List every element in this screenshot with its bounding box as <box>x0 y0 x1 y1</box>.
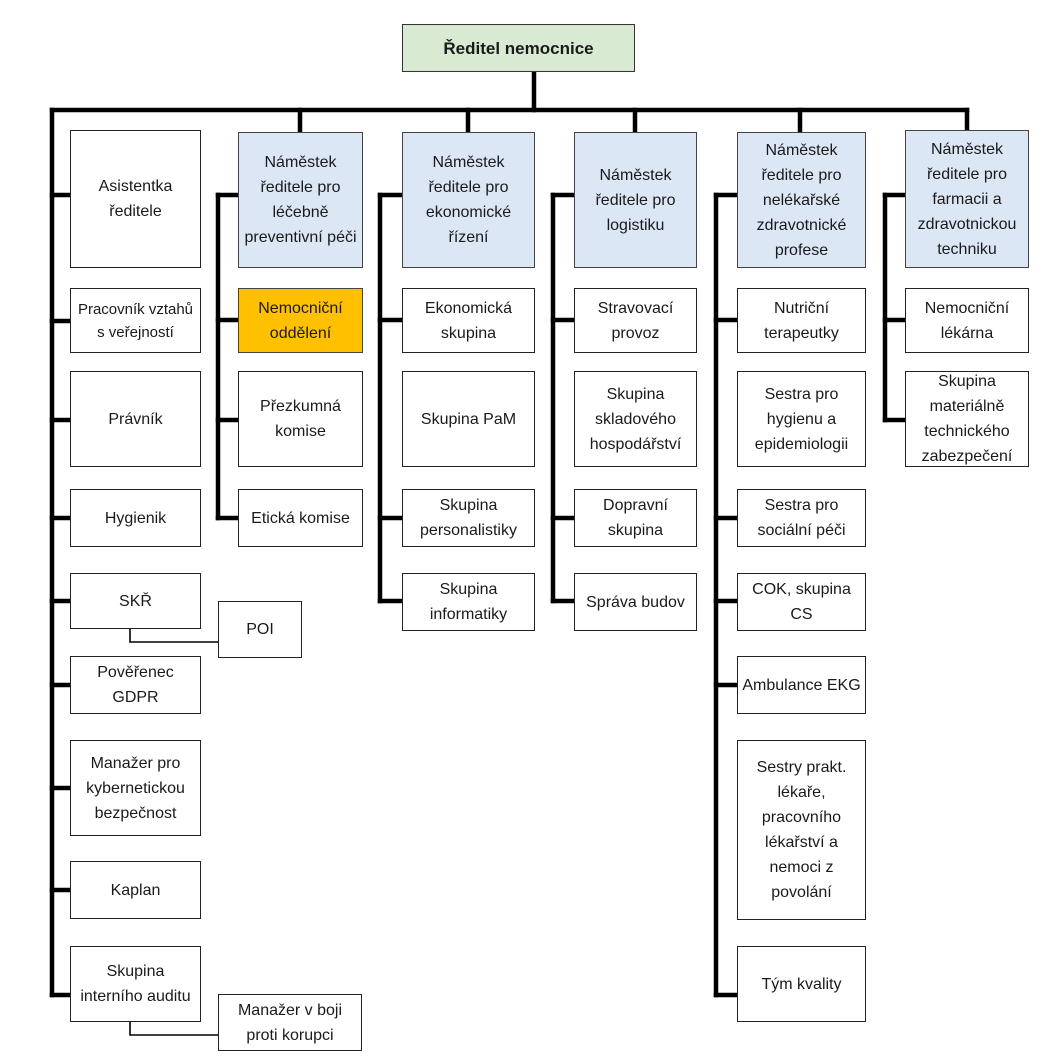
staff-poi-label: POI <box>246 621 274 638</box>
staff-pravnik: Právník <box>70 371 201 467</box>
deputy-4-item-2-label: Sestra pro hygienu a epidemiologii <box>754 385 849 453</box>
deputy-4-title: Náměstek ředitele pro nelékařské zdravot… <box>756 141 847 259</box>
deputy-1-item-1-label: Nemocniční oddělení <box>258 299 343 342</box>
staff-kaplan: Kaplan <box>70 861 201 919</box>
deputy-5-title: Náměstek ředitele pro farmacii a zdravot… <box>917 140 1017 258</box>
staff-asistentka: Asistentka ředitele <box>70 130 201 268</box>
deputy-4-item-4-label: COK, skupina CS <box>752 581 851 623</box>
deputy-5-box: Náměstek ředitele pro farmacii a zdravot… <box>905 130 1029 268</box>
director-label: Ředitel nemocnice <box>443 38 594 58</box>
staff-korupce: Manažer v boji proti korupci <box>218 994 362 1051</box>
staff-korupce-label: Manažer v boji proti korupci <box>237 1001 343 1044</box>
deputy-2-item-3: Skupina personalistiky <box>402 489 535 547</box>
deputy-5-item-2-label: Skupina materiálně technického zabezpeče… <box>921 373 1013 465</box>
deputy-4-item-3-label: Sestra pro sociální péči <box>757 497 846 539</box>
deputy-4-item-3: Sestra pro sociální péči <box>737 489 866 547</box>
staff-hygienik: Hygienik <box>70 489 201 547</box>
deputy-2-title: Náměstek ředitele pro ekonomické řízení <box>425 154 512 246</box>
staff-hygienik-label: Hygienik <box>104 509 167 527</box>
staff-kyber: Manažer pro kybernetickou bezpečnost <box>70 740 201 836</box>
deputy-5-item-2: Skupina materiálně technického zabezpeče… <box>905 371 1029 467</box>
deputy-4-box: Náměstek ředitele pro nelékařské zdravot… <box>737 132 866 268</box>
deputy-3-item-2-label: Skupina skladového hospodářství <box>589 385 682 453</box>
director-box: Ředitel nemocnice <box>402 24 635 72</box>
deputy-3-title: Náměstek ředitele pro logistiku <box>595 166 676 234</box>
deputy-1-item-1: Nemocniční oddělení <box>238 288 363 353</box>
deputy-3-item-3: Dopravní skupina <box>574 489 697 547</box>
deputy-2-item-3-label: Skupina personalistiky <box>420 497 517 539</box>
deputy-3-box: Náměstek ředitele pro logistiku <box>574 132 697 268</box>
deputy-2-box: Náměstek ředitele pro ekonomické řízení <box>402 132 535 268</box>
staff-vztahy-label: Pracovník vztahů s veřejností <box>77 300 194 341</box>
deputy-3-item-2: Skupina skladového hospodářství <box>574 371 697 467</box>
staff-kaplan-label: Kaplan <box>110 881 161 899</box>
deputy-4-item-7: Tým kvality <box>737 946 866 1022</box>
staff-audit-label: Skupina interního auditu <box>80 963 191 1005</box>
deputy-1-box: Náměstek ředitele pro léčebně preventivn… <box>238 132 363 268</box>
staff-asistentka-label: Asistentka ředitele <box>98 178 173 220</box>
deputy-4-item-5-label: Ambulance EKG <box>742 676 861 694</box>
deputy-4-item-4: COK, skupina CS <box>737 573 866 631</box>
deputy-3-item-1-label: Stravovací provoz <box>597 299 674 342</box>
deputy-4-item-1: Nutriční terapeutky <box>737 288 866 353</box>
deputy-2-item-4: Skupina informatiky <box>402 573 535 631</box>
deputy-4-item-2: Sestra pro hygienu a epidemiologii <box>737 371 866 467</box>
deputy-2-item-2: Skupina PaM <box>402 371 535 467</box>
deputy-4-item-1-label: Nutriční terapeutky <box>764 299 839 342</box>
deputy-1-item-3: Etická komise <box>238 489 363 547</box>
staff-gdpr-label: Pověřenec GDPR <box>97 664 174 706</box>
deputy-1-item-2-label: Přezkumná komise <box>260 398 341 440</box>
staff-kyber-label: Manažer pro kybernetickou bezpečnost <box>86 754 185 822</box>
staff-pravnik-label: Právník <box>108 410 163 428</box>
deputy-2-item-1: Ekonomická skupina <box>402 288 535 353</box>
deputy-1-item-2: Přezkumná komise <box>238 371 363 467</box>
staff-audit: Skupina interního auditu <box>70 946 201 1022</box>
deputy-5-item-1-label: Nemocniční lékárna <box>924 299 1010 342</box>
deputy-2-item-2-label: Skupina PaM <box>420 410 517 428</box>
deputy-1-item-3-label: Etická komise <box>251 509 350 527</box>
staff-skr: SKŘ <box>70 573 201 629</box>
staff-skr-label: SKŘ <box>119 592 152 610</box>
deputy-3-item-1: Stravovací provoz <box>574 288 697 353</box>
deputy-2-item-1-label: Ekonomická skupina <box>424 299 513 342</box>
deputy-4-item-6: Sestry prakt. lékaře, pracovního lékařst… <box>737 740 866 920</box>
deputy-4-item-5: Ambulance EKG <box>737 656 866 714</box>
deputy-5-item-1: Nemocniční lékárna <box>905 288 1029 353</box>
deputy-4-item-7-label: Tým kvality <box>761 975 842 993</box>
staff-poi: POI <box>218 601 302 658</box>
deputy-1-title: Náměstek ředitele pro léčebně preventivn… <box>244 154 357 246</box>
deputy-3-item-4-label: Správa budov <box>586 593 685 611</box>
deputy-2-item-4-label: Skupina informatiky <box>429 581 508 623</box>
deputy-3-item-3-label: Dopravní skupina <box>603 497 668 539</box>
deputy-3-item-4: Správa budov <box>574 573 697 631</box>
deputy-4-item-6-label: Sestry prakt. lékaře, pracovního lékařst… <box>756 759 847 901</box>
staff-gdpr: Pověřenec GDPR <box>70 656 201 714</box>
staff-vztahy: Pracovník vztahů s veřejností <box>70 288 201 353</box>
